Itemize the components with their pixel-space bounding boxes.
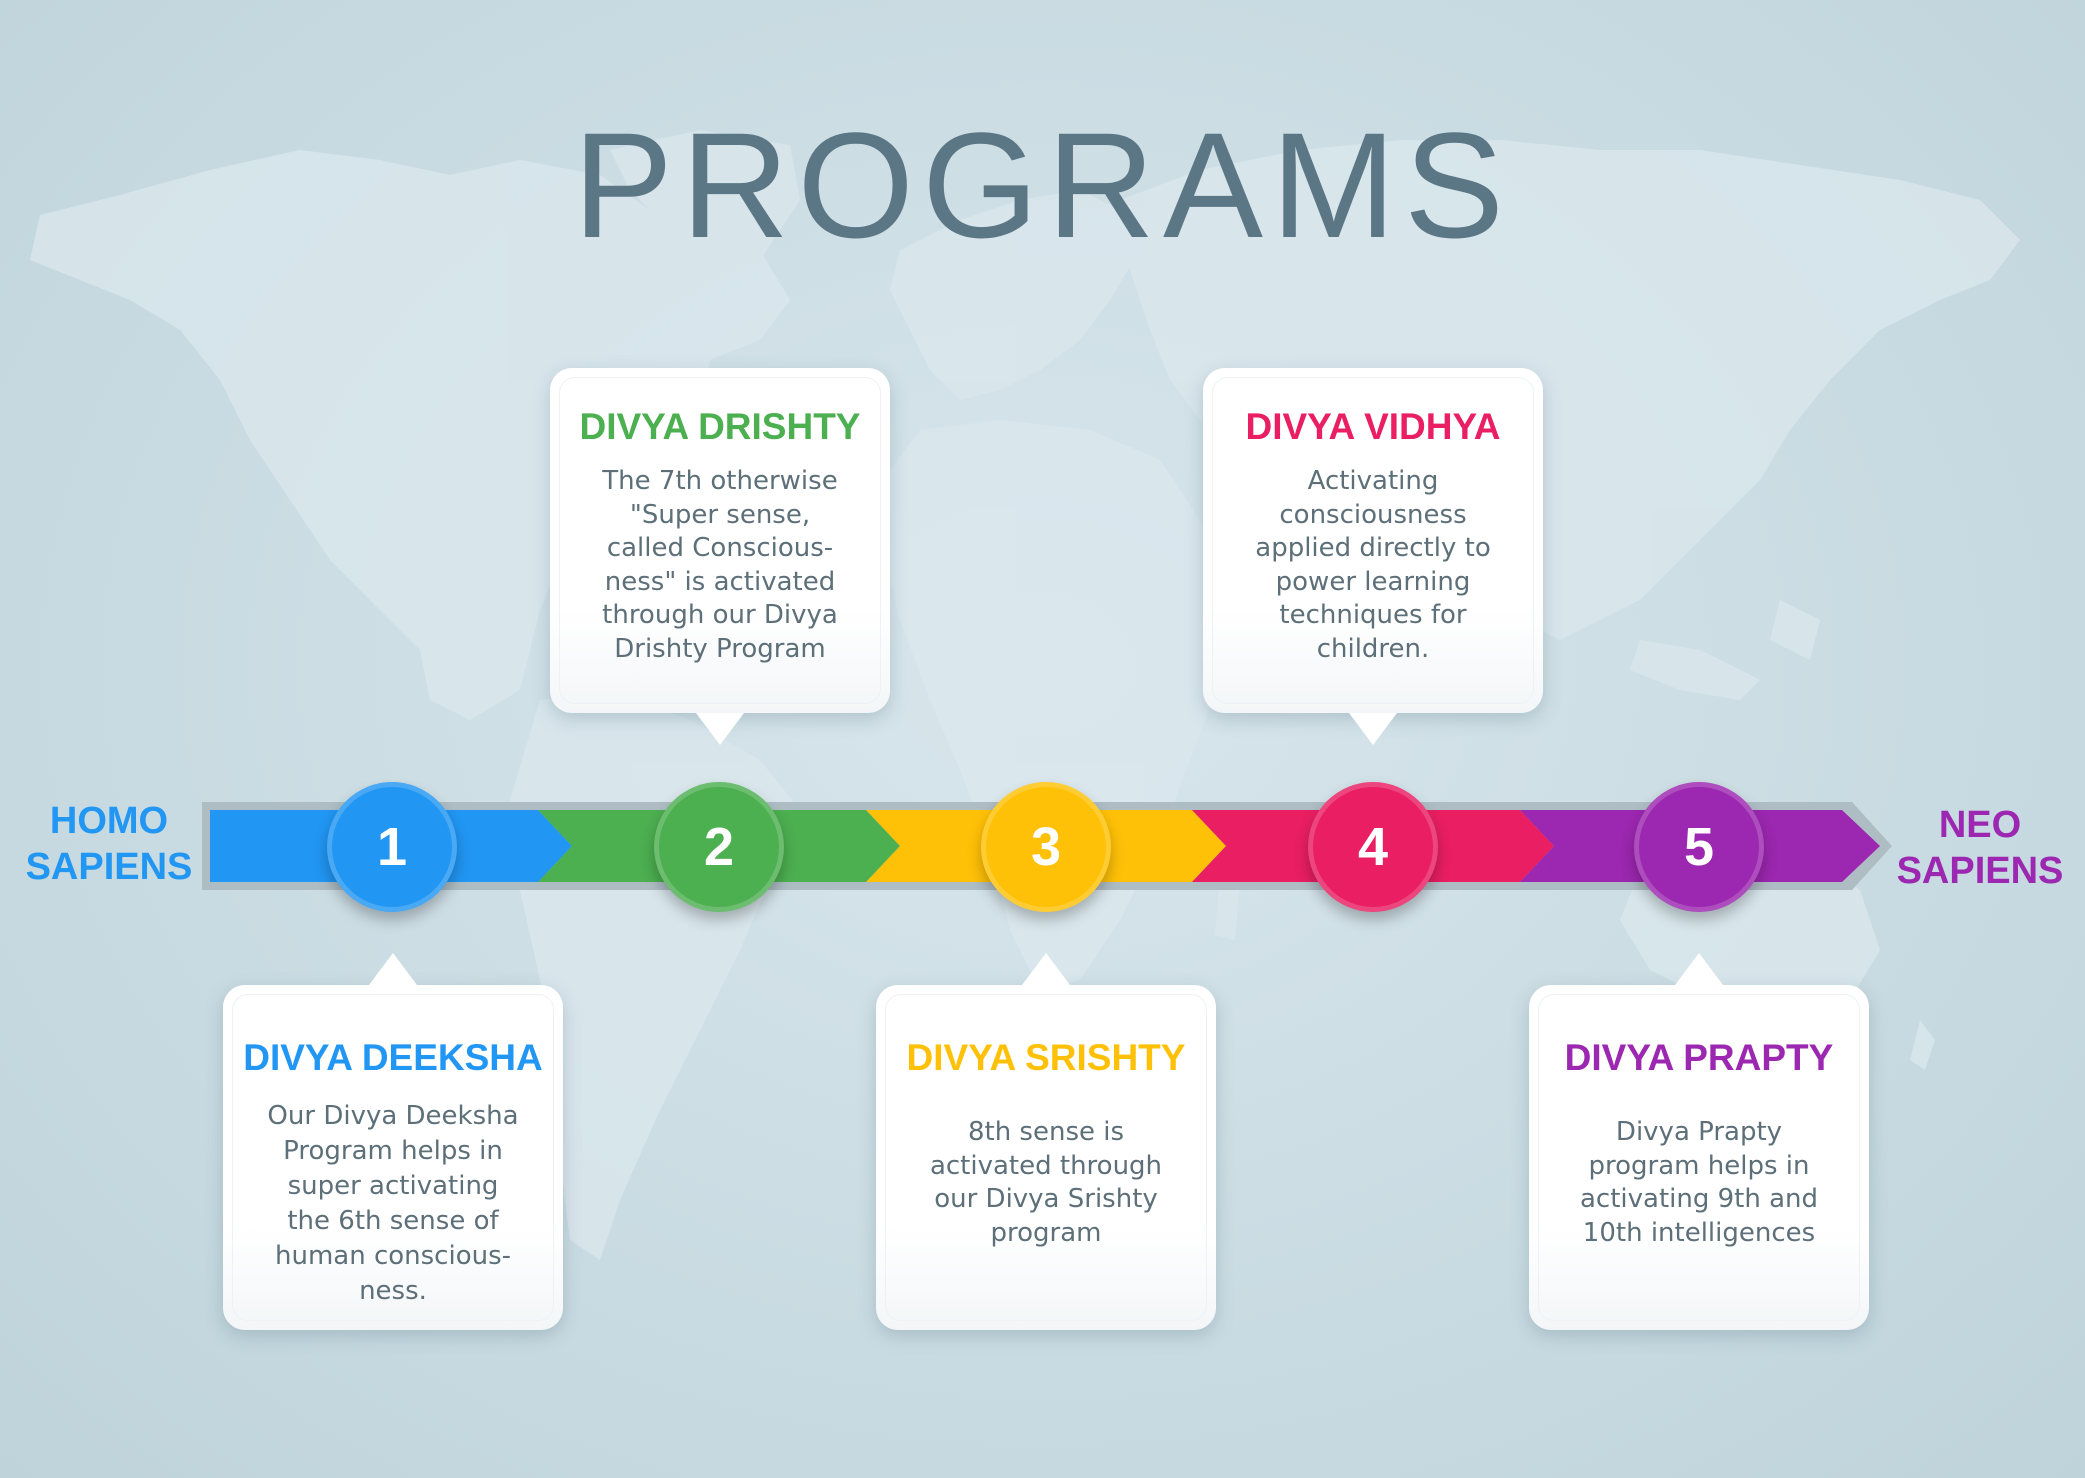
description-line: 10th intelligences xyxy=(1582,1217,1816,1248)
end-label-line-1: NEO xyxy=(1938,804,2022,846)
stage-2-description: The 7th otherwise "Super sense, called C… xyxy=(580,465,860,666)
stage-4-card: DIVYA VIDHYA Activating consciousness ap… xyxy=(1203,368,1543,745)
callout-pointer xyxy=(1349,713,1397,745)
description-line: the 6th sense of xyxy=(287,1206,499,1236)
description-line: activated through xyxy=(929,1150,1163,1181)
callout-pointer xyxy=(1022,953,1070,985)
stage-5-number: 5 xyxy=(1683,817,1715,877)
description-line: Program helps in xyxy=(283,1136,503,1166)
description-line: Divya Prapty xyxy=(1615,1117,1783,1147)
stage-1-circle: 1 xyxy=(327,782,457,912)
description-line: program helps in xyxy=(1588,1150,1810,1181)
stage-3-number: 3 xyxy=(1030,817,1062,877)
description-line: Drishty Program xyxy=(614,633,826,664)
stage-4-title: DIVYA VIDHYA xyxy=(1245,406,1501,447)
description-line: children. xyxy=(1316,633,1430,664)
description-line: consciousness xyxy=(1279,499,1467,530)
start-label-line-2: SAPIENS xyxy=(25,846,193,888)
description-line: program xyxy=(990,1217,1102,1248)
stage-2-circle: 2 xyxy=(654,782,784,912)
description-line: through our Divya xyxy=(602,600,838,630)
stage-2-number: 2 xyxy=(703,817,735,877)
stage-5-title: DIVYA PRAPTY xyxy=(1564,1037,1834,1078)
stage-5-circle: 5 xyxy=(1634,782,1764,912)
description-line: our Divya Srishty xyxy=(934,1184,1158,1214)
description-line: ness" is activated xyxy=(604,566,836,597)
stage-3-circle: 3 xyxy=(981,782,1111,912)
callout-pointer xyxy=(369,953,417,985)
stage-1-card: DIVYA DEEKSHA Our Divya Deeksha Program … xyxy=(223,953,563,1330)
stage-5-description: Divya Prapty program helps in activating… xyxy=(1559,1116,1839,1250)
stage-1-title: DIVYA DEEKSHA xyxy=(243,1037,543,1078)
stage-5-card: DIVYA PRAPTY Divya Prapty program helps … xyxy=(1529,953,1869,1330)
description-line: "Super sense, xyxy=(629,499,811,530)
description-line: Activating xyxy=(1307,466,1439,496)
stage-1-number: 1 xyxy=(376,817,408,877)
description-line: called Conscious- xyxy=(606,533,834,563)
description-line: activating 9th and xyxy=(1579,1184,1819,1214)
description-line: super activating xyxy=(287,1171,499,1201)
description-line: ness. xyxy=(359,1276,427,1306)
description-line: power learning xyxy=(1275,566,1471,597)
stage-3-card: DIVYA SRISHTY 8th sense is activated thr… xyxy=(876,953,1216,1330)
stage-4-circle: 4 xyxy=(1308,782,1438,912)
description-line: Our Divya Deeksha xyxy=(267,1101,519,1131)
stage-2-card: DIVYA DRISHTY The 7th otherwise "Super s… xyxy=(550,368,890,745)
description-line: techniques for xyxy=(1279,600,1467,630)
stage-2-title: DIVYA DRISHTY xyxy=(579,406,861,447)
page-title: PROGRAMS xyxy=(572,101,1513,269)
stage-4-description: Activating consciousness applied directl… xyxy=(1233,465,1513,666)
neo-sapiens-label: NEO SAPIENS xyxy=(1880,802,2080,894)
stage-3-description: 8th sense is activated through our Divya… xyxy=(906,1116,1186,1250)
description-line: The 7th otherwise xyxy=(602,466,838,496)
homo-sapiens-label: HOMO SAPIENS xyxy=(14,798,204,890)
callout-pointer xyxy=(696,713,744,745)
stage-4-number: 4 xyxy=(1357,817,1389,877)
stage-1-description: Our Divya Deeksha Program helps in super… xyxy=(253,1099,533,1309)
description-line: applied directly to xyxy=(1255,533,1491,563)
end-label-line-2: SAPIENS xyxy=(1896,850,2064,892)
stage-3-title: DIVYA SRISHTY xyxy=(906,1037,1186,1078)
start-label-line-1: HOMO xyxy=(49,800,169,842)
description-line: human conscious- xyxy=(274,1241,512,1271)
description-line: 8th sense is xyxy=(967,1117,1125,1147)
callout-pointer xyxy=(1675,953,1723,985)
